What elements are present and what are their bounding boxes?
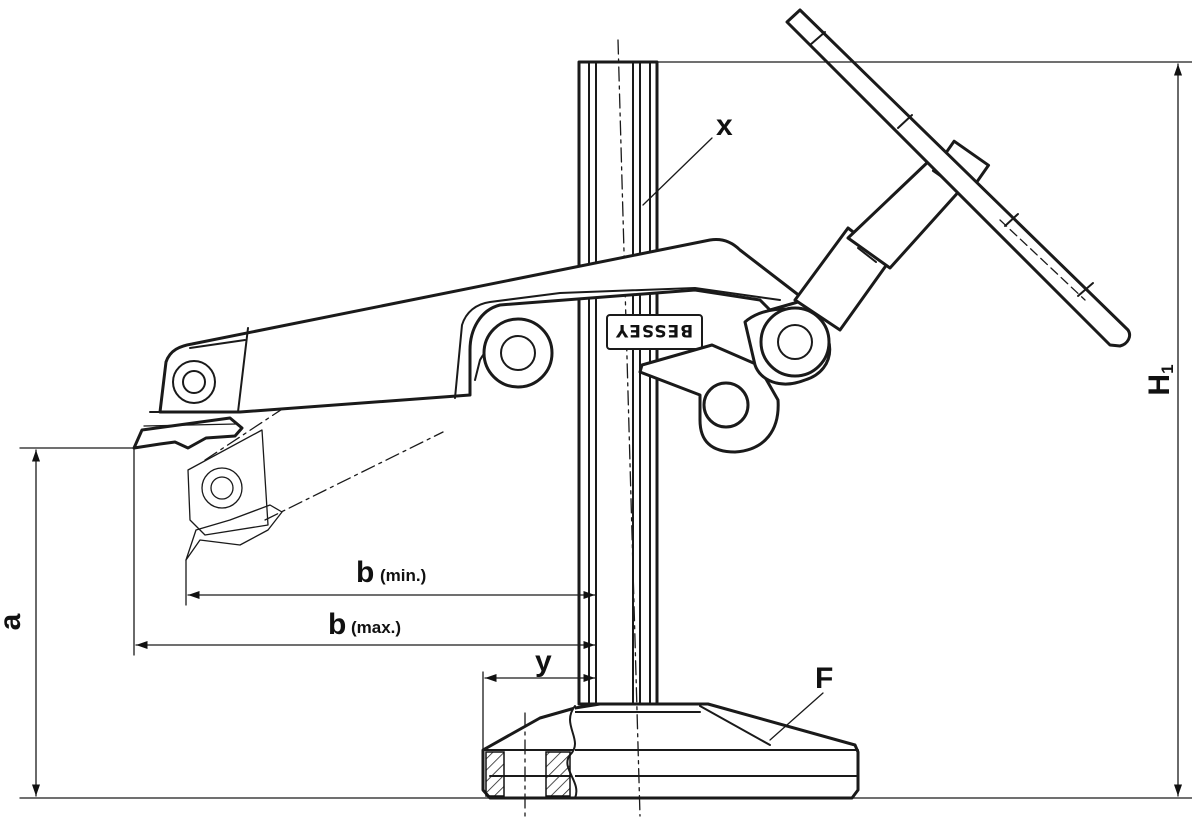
label-b-min: b [356, 556, 374, 589]
label-x: x [716, 109, 733, 142]
dimension-lines [19, 61, 1192, 799]
clamp-arm: BESSEY [132, 238, 807, 450]
label-h1: H1 [1143, 364, 1177, 395]
base-plate [481, 702, 860, 817]
leader-f [769, 692, 824, 741]
spindle-lever [638, 8, 1132, 454]
label-b-max: b [328, 608, 346, 641]
label-a: a [0, 613, 27, 630]
leader-x [642, 137, 713, 206]
label-f: F [815, 662, 833, 695]
labels: x F y a b (min.) b (max.) H1 [0, 109, 1177, 695]
label-h: H [1143, 374, 1176, 396]
label-y: y [535, 645, 552, 678]
column-bar [577, 39, 659, 817]
label-b-max-note: (max.) [351, 618, 401, 637]
label-b-min-note: (min.) [380, 566, 426, 585]
brand-logo-text: BESSEY [615, 320, 693, 340]
label-h-sub: 1 [1158, 364, 1177, 373]
